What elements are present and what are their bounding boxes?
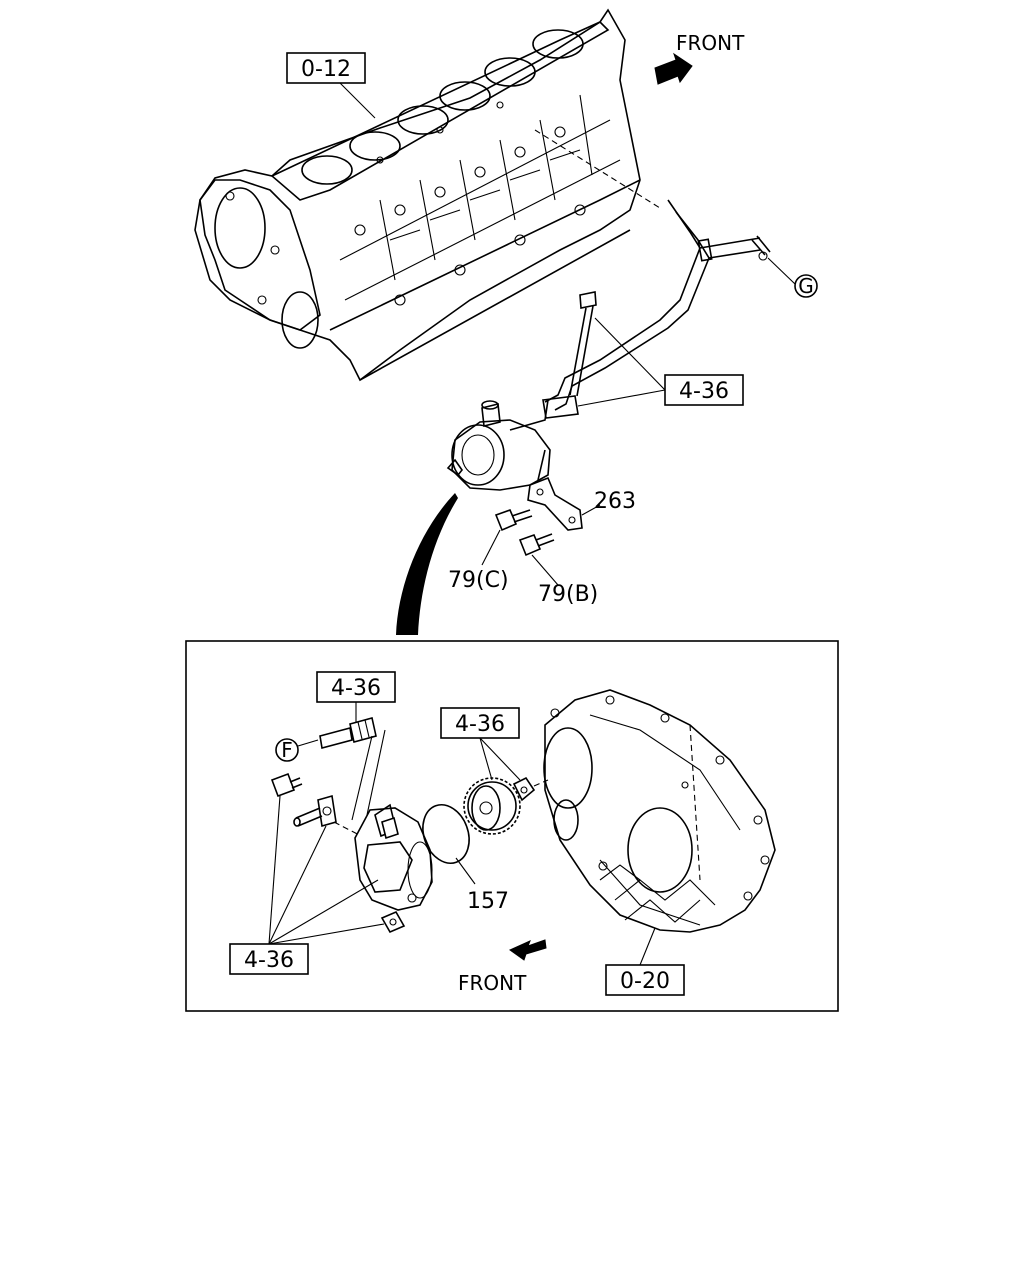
cylinder-bores xyxy=(301,29,584,185)
svg-text:G: G xyxy=(798,274,814,298)
svg-text:263: 263 xyxy=(594,489,636,514)
svg-text:F: F xyxy=(281,738,293,762)
bracket-263: 263 xyxy=(527,449,636,531)
detail-bolt-left xyxy=(270,772,303,798)
cylinder-block-drawing xyxy=(194,8,641,382)
injection-pump-detail xyxy=(354,803,433,911)
ref-box-detail-fasteners: 4-36 xyxy=(229,795,385,975)
svg-text:4-36: 4-36 xyxy=(244,948,294,973)
ref-box-detail-gear: 4-36 xyxy=(440,707,521,781)
svg-text:79(C): 79(C) xyxy=(448,568,509,593)
banjo-bolt-top xyxy=(542,291,597,419)
svg-text:157: 157 xyxy=(467,889,509,914)
o-ring-157: 157 xyxy=(422,804,509,914)
svg-text:FRONT: FRONT xyxy=(458,971,527,995)
svg-text:4-36: 4-36 xyxy=(455,712,505,737)
detail-callout-wedge xyxy=(396,493,458,635)
arrow-icon-front-top xyxy=(654,52,693,85)
drive-gear xyxy=(463,776,549,835)
arrow-icon-front-bottom xyxy=(509,939,547,961)
svg-text:4-36: 4-36 xyxy=(679,379,729,404)
svg-text:4-36: 4-36 xyxy=(331,676,381,701)
injection-pump-top xyxy=(446,399,551,491)
pipe-assembly xyxy=(534,129,796,411)
svg-text:FRONT: FRONT xyxy=(676,31,745,55)
block-bolt-holes xyxy=(354,101,586,306)
detail-nut-bottom xyxy=(380,910,406,934)
bolt-79b: 79(B) xyxy=(518,533,598,607)
svg-text:79(B): 79(B) xyxy=(538,582,598,607)
svg-text:0-12: 0-12 xyxy=(301,57,351,82)
ref-box-pipe-group: 4-36 xyxy=(577,317,744,407)
svg-text:0-20: 0-20 xyxy=(620,969,670,994)
ref-box-detail-bolt: 4-36 xyxy=(316,671,396,726)
ref-box-cylinder-block: 0-12 xyxy=(286,52,376,119)
flywheel-housing-drawing xyxy=(543,689,776,933)
connector-f: F xyxy=(275,738,319,762)
connector-g: G xyxy=(794,274,818,298)
bolt-79c: 79(C) xyxy=(448,508,533,593)
detail-frame xyxy=(185,640,839,1012)
front-direction-top: FRONT xyxy=(654,31,745,85)
front-direction-bottom: FRONT xyxy=(458,939,547,995)
detail-stud xyxy=(293,794,366,839)
ref-box-flywheel-housing: 0-20 xyxy=(605,927,685,996)
detail-fitting xyxy=(319,717,386,821)
